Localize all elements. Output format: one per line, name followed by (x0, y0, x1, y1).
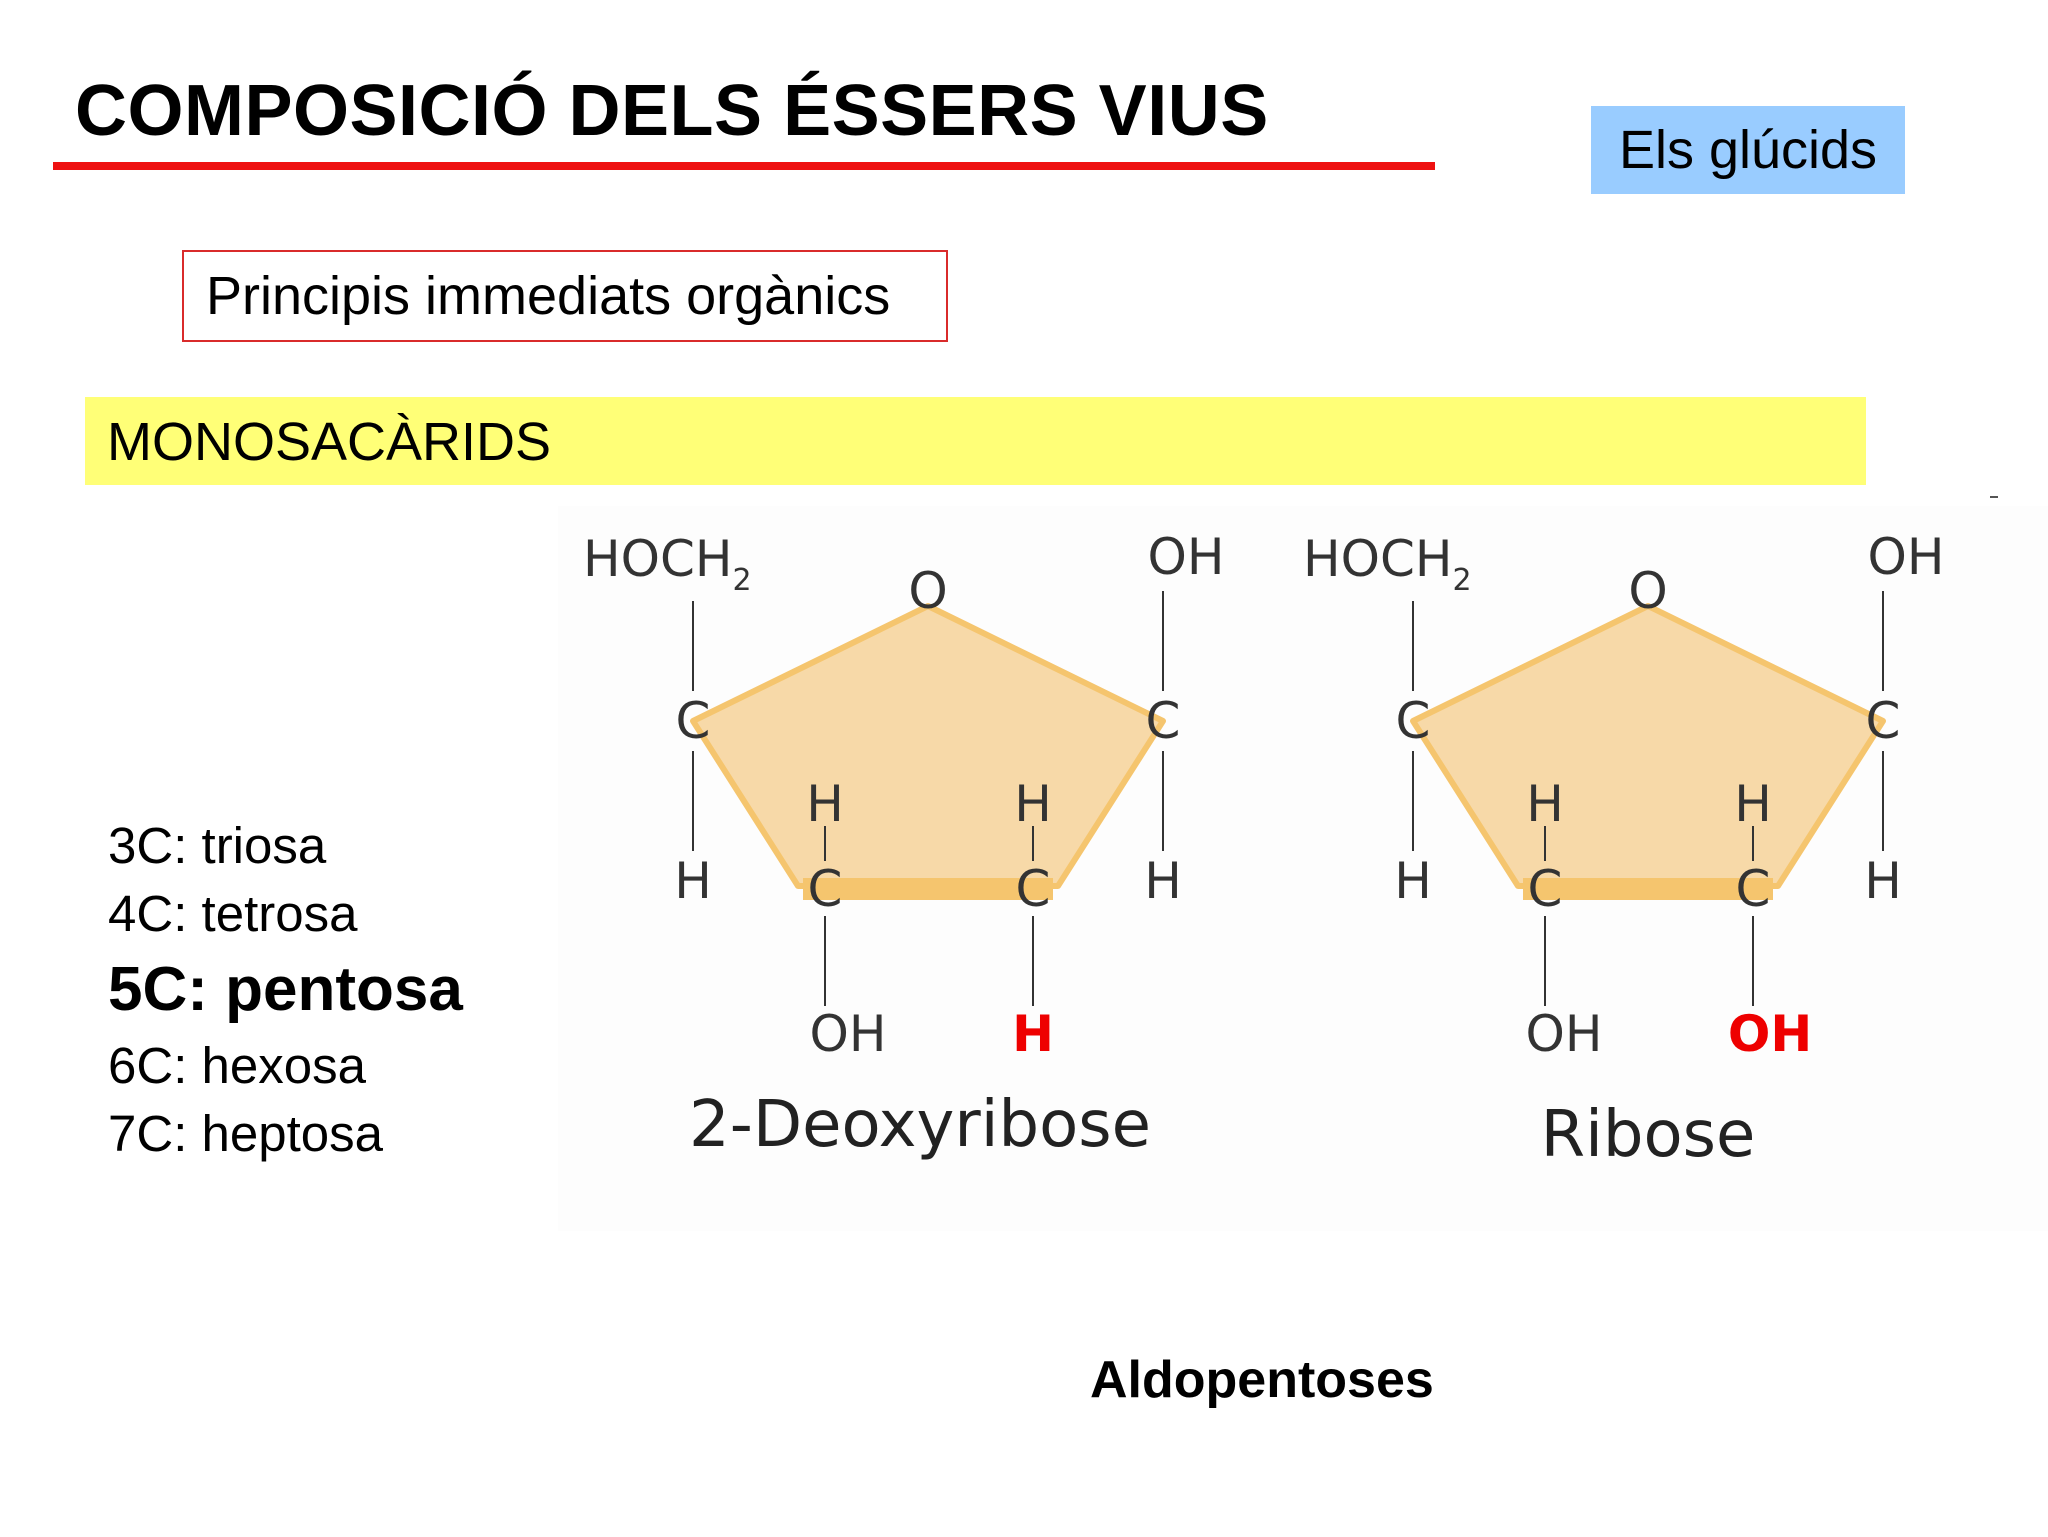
molecule-ribose: HOCH2 O OH C C H H H H C C OH OH Ribose (1303, 528, 1944, 1172)
molecule-deoxyribose: HOCH2 O OH C C H H H H C C OH H 2-Deoxyr… (583, 528, 1224, 1162)
hydrogen-label: H (1144, 852, 1182, 910)
footer-label: Aldopentoses (1090, 1351, 1434, 1409)
carbon-count-list: 3C: triosa 4C: tetrosa 5C: pentosa 6C: h… (108, 812, 463, 1168)
molecule-name: Ribose (1541, 1098, 1756, 1172)
molecule-name: 2-Deoxyribose (689, 1088, 1151, 1162)
furanose-ring (1410, 603, 1886, 889)
subtopic-box: Principis immediats orgànics (182, 250, 948, 342)
bottom-left-oh-label: OH (810, 1005, 887, 1063)
hoch2-label: HOCH2 (1303, 530, 1472, 598)
carbon-label: C (676, 692, 711, 750)
furanose-ring (690, 603, 1166, 889)
bottom-left-oh-label: OH (1526, 1005, 1603, 1063)
carbon-list-item: 6C: hexosa (108, 1037, 366, 1094)
title-underline (53, 162, 1435, 170)
ring-oxygen-label: O (1628, 562, 1667, 620)
carbon-label: C (1866, 692, 1901, 750)
pentose-structures-diagram: HOCH2 O OH C C H H H H C C OH H 2-Deoxyr… (583, 528, 1944, 1172)
carbon-list-item: 3C: triosa (108, 817, 327, 874)
carbon-label: C (1146, 692, 1181, 750)
highlighted-substituent-label: H (1012, 1005, 1054, 1063)
hoch2-label: HOCH2 (583, 530, 752, 598)
carbon-list-item: 7C: heptosa (108, 1105, 384, 1162)
top-right-oh-label: OH (1868, 528, 1945, 586)
slide-title: COMPOSICIÓ DELS ÉSSERS VIUS (75, 71, 1269, 151)
carbon-label: C (1528, 860, 1563, 918)
carbon-list-item-highlighted: 5C: pentosa (108, 955, 463, 1024)
carbon-list-item: 4C: tetrosa (108, 885, 358, 942)
stray-mark (1990, 496, 1998, 498)
ring-oxygen-label: O (908, 562, 947, 620)
hydrogen-label: H (1864, 852, 1902, 910)
section-label: MONOSACÀRIDS (107, 412, 552, 472)
hydrogen-label: H (1526, 775, 1564, 833)
highlighted-substituent-label: OH (1728, 1005, 1812, 1063)
top-right-oh-label: OH (1148, 528, 1225, 586)
hydrogen-label: H (1394, 852, 1432, 910)
hydrogen-label: H (1014, 775, 1052, 833)
carbon-label: C (808, 860, 843, 918)
hydrogen-label: H (674, 852, 712, 910)
carbon-label: C (1016, 860, 1051, 918)
hydrogen-label: H (806, 775, 844, 833)
hydrogen-label: H (1734, 775, 1772, 833)
carbon-label: C (1396, 692, 1431, 750)
topic-badge: Els glúcids (1591, 106, 1905, 194)
carbon-label: C (1736, 860, 1771, 918)
section-banner: MONOSACÀRIDS (85, 397, 1866, 485)
